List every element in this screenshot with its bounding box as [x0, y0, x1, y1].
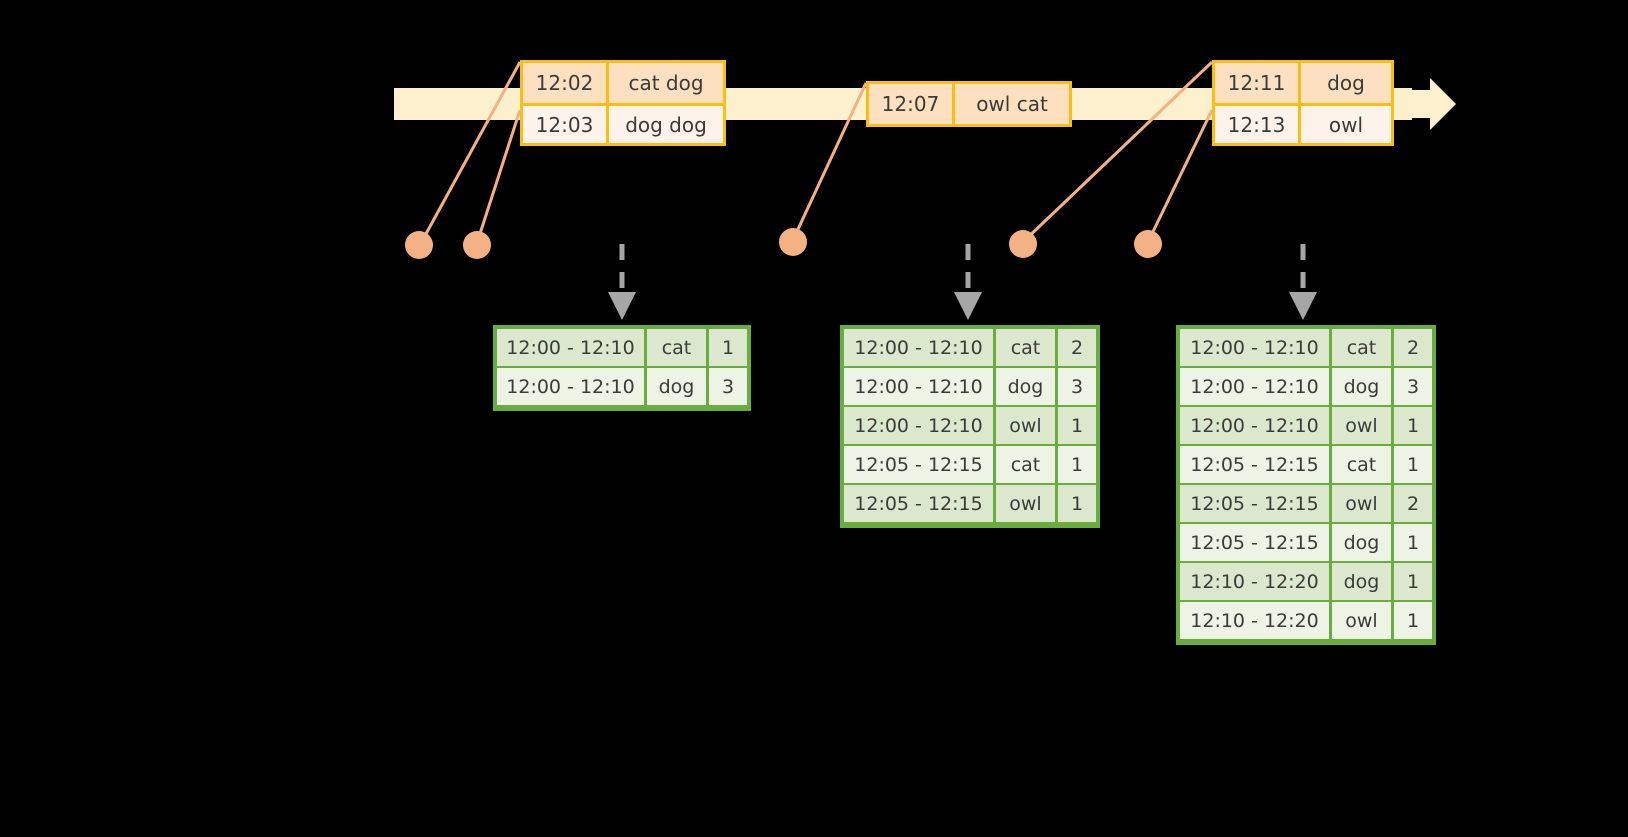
count-cell: 1 [1394, 602, 1432, 641]
window-cell: 12:00 - 12:10 [844, 407, 996, 446]
result-table-2[interactable]: 12:00 - 12:10 cat 2 12:00 - 12:10 dog 3 … [840, 325, 1100, 528]
word-cell: dog [996, 368, 1058, 407]
emit-arrow-head-2 [954, 292, 982, 320]
window-cell: 12:00 - 12:10 [844, 368, 996, 407]
marker-1213-dot[interactable] [1134, 230, 1162, 258]
word-cell: dog [1332, 368, 1394, 407]
count-cell: 3 [1058, 368, 1096, 407]
table-row: 12:05 - 12:15 owl 2 [1180, 485, 1432, 524]
count-cell: 1 [1058, 446, 1096, 485]
count-cell: 1 [1394, 563, 1432, 602]
word-cell: owl [1332, 602, 1394, 641]
count-cell: 2 [1058, 329, 1096, 368]
table-row: 12:10 - 12:20 owl 1 [1180, 602, 1432, 641]
event-payload: dog dog [609, 106, 723, 143]
count-cell: 3 [1394, 368, 1432, 407]
word-cell: owl [1332, 407, 1394, 446]
table-row: 12:05 - 12:15 dog 1 [1180, 524, 1432, 563]
window-cell: 12:05 - 12:15 [844, 446, 996, 485]
word-cell: dog [1332, 524, 1394, 563]
count-cell: 1 [1394, 446, 1432, 485]
event-row: 12:02 cat dog [523, 63, 723, 103]
count-cell: 1 [709, 329, 747, 368]
count-cell: 3 [709, 368, 747, 407]
window-cell: 12:00 - 12:10 [497, 368, 647, 407]
window-cell: 12:10 - 12:20 [1180, 602, 1332, 641]
event-time: 12:07 [869, 84, 955, 124]
event-row: 12:07 owl cat [869, 84, 1069, 124]
event-time: 12:03 [523, 106, 609, 143]
event-box-group-c[interactable]: 12:11 dog 12:13 owl [1212, 60, 1394, 146]
marker-1203-dot[interactable] [463, 231, 491, 259]
word-cell: cat [996, 329, 1058, 368]
count-cell: 1 [1058, 407, 1096, 446]
table-row: 12:00 - 12:10 dog 3 [497, 368, 747, 407]
window-cell: 12:00 - 12:10 [1180, 407, 1332, 446]
event-time: 12:02 [523, 63, 609, 103]
table-row: 12:00 - 12:10 dog 3 [844, 368, 1096, 407]
table-row: 12:05 - 12:15 cat 1 [1180, 446, 1432, 485]
window-cell: 12:00 - 12:10 [844, 329, 996, 368]
emit-arrow-head-3 [1289, 292, 1317, 320]
word-cell: owl [996, 485, 1058, 524]
event-payload: owl [1301, 106, 1391, 143]
connector-line-1203 [475, 109, 522, 244]
count-cell: 1 [1394, 524, 1432, 563]
event-payload: dog [1301, 63, 1391, 103]
word-cell: cat [996, 446, 1058, 485]
emit-arrow-head-1 [608, 292, 636, 320]
window-cell: 12:05 - 12:15 [844, 485, 996, 524]
stream-arrowhead [1400, 78, 1456, 130]
marker-1202-dot[interactable] [405, 231, 433, 259]
table-row: 12:00 - 12:10 cat 1 [497, 329, 747, 368]
connector-line-1211 [1021, 60, 1214, 244]
table-row: 12:00 - 12:10 dog 3 [1180, 368, 1432, 407]
window-cell: 12:05 - 12:15 [1180, 446, 1332, 485]
table-row: 12:05 - 12:15 cat 1 [844, 446, 1096, 485]
word-cell: dog [1332, 563, 1394, 602]
word-cell: owl [996, 407, 1058, 446]
window-cell: 12:05 - 12:15 [1180, 524, 1332, 563]
event-row: 12:11 dog [1215, 63, 1391, 103]
event-box-group-b[interactable]: 12:07 owl cat [866, 81, 1072, 127]
count-cell: 1 [1058, 485, 1096, 524]
connector-line-1202 [419, 61, 522, 244]
result-table-3[interactable]: 12:00 - 12:10 cat 2 12:00 - 12:10 dog 3 … [1176, 325, 1436, 645]
event-box-group-a[interactable]: 12:02 cat dog 12:03 dog dog [520, 60, 726, 146]
event-payload: owl cat [955, 84, 1069, 124]
word-cell: dog [647, 368, 709, 407]
table-row: 12:00 - 12:10 owl 1 [844, 407, 1096, 446]
connector-line-1207 [791, 82, 868, 241]
window-cell: 12:10 - 12:20 [1180, 563, 1332, 602]
event-time: 12:11 [1215, 63, 1301, 103]
window-cell: 12:00 - 12:10 [1180, 329, 1332, 368]
count-cell: 1 [1394, 407, 1432, 446]
word-cell: owl [1332, 485, 1394, 524]
count-cell: 2 [1394, 485, 1432, 524]
table-row: 12:00 - 12:10 cat 2 [1180, 329, 1432, 368]
word-cell: cat [1332, 329, 1394, 368]
event-time: 12:13 [1215, 106, 1301, 143]
window-cell: 12:05 - 12:15 [1180, 485, 1332, 524]
window-cell: 12:00 - 12:10 [1180, 368, 1332, 407]
connector-line-1213 [1146, 109, 1214, 243]
event-payload: cat dog [609, 63, 723, 103]
marker-1211-dot[interactable] [1009, 230, 1037, 258]
event-row: 12:13 owl [1215, 103, 1391, 143]
event-row: 12:03 dog dog [523, 103, 723, 143]
window-cell: 12:00 - 12:10 [497, 329, 647, 368]
word-cell: cat [647, 329, 709, 368]
table-row: 12:10 - 12:20 dog 1 [1180, 563, 1432, 602]
result-table-1[interactable]: 12:00 - 12:10 cat 1 12:00 - 12:10 dog 3 [493, 325, 751, 411]
table-row: 12:00 - 12:10 cat 2 [844, 329, 1096, 368]
table-row: 12:00 - 12:10 owl 1 [1180, 407, 1432, 446]
marker-dots [405, 228, 1162, 259]
count-cell: 2 [1394, 329, 1432, 368]
table-row: 12:05 - 12:15 owl 1 [844, 485, 1096, 524]
marker-1207-dot[interactable] [779, 228, 807, 256]
word-cell: cat [1332, 446, 1394, 485]
